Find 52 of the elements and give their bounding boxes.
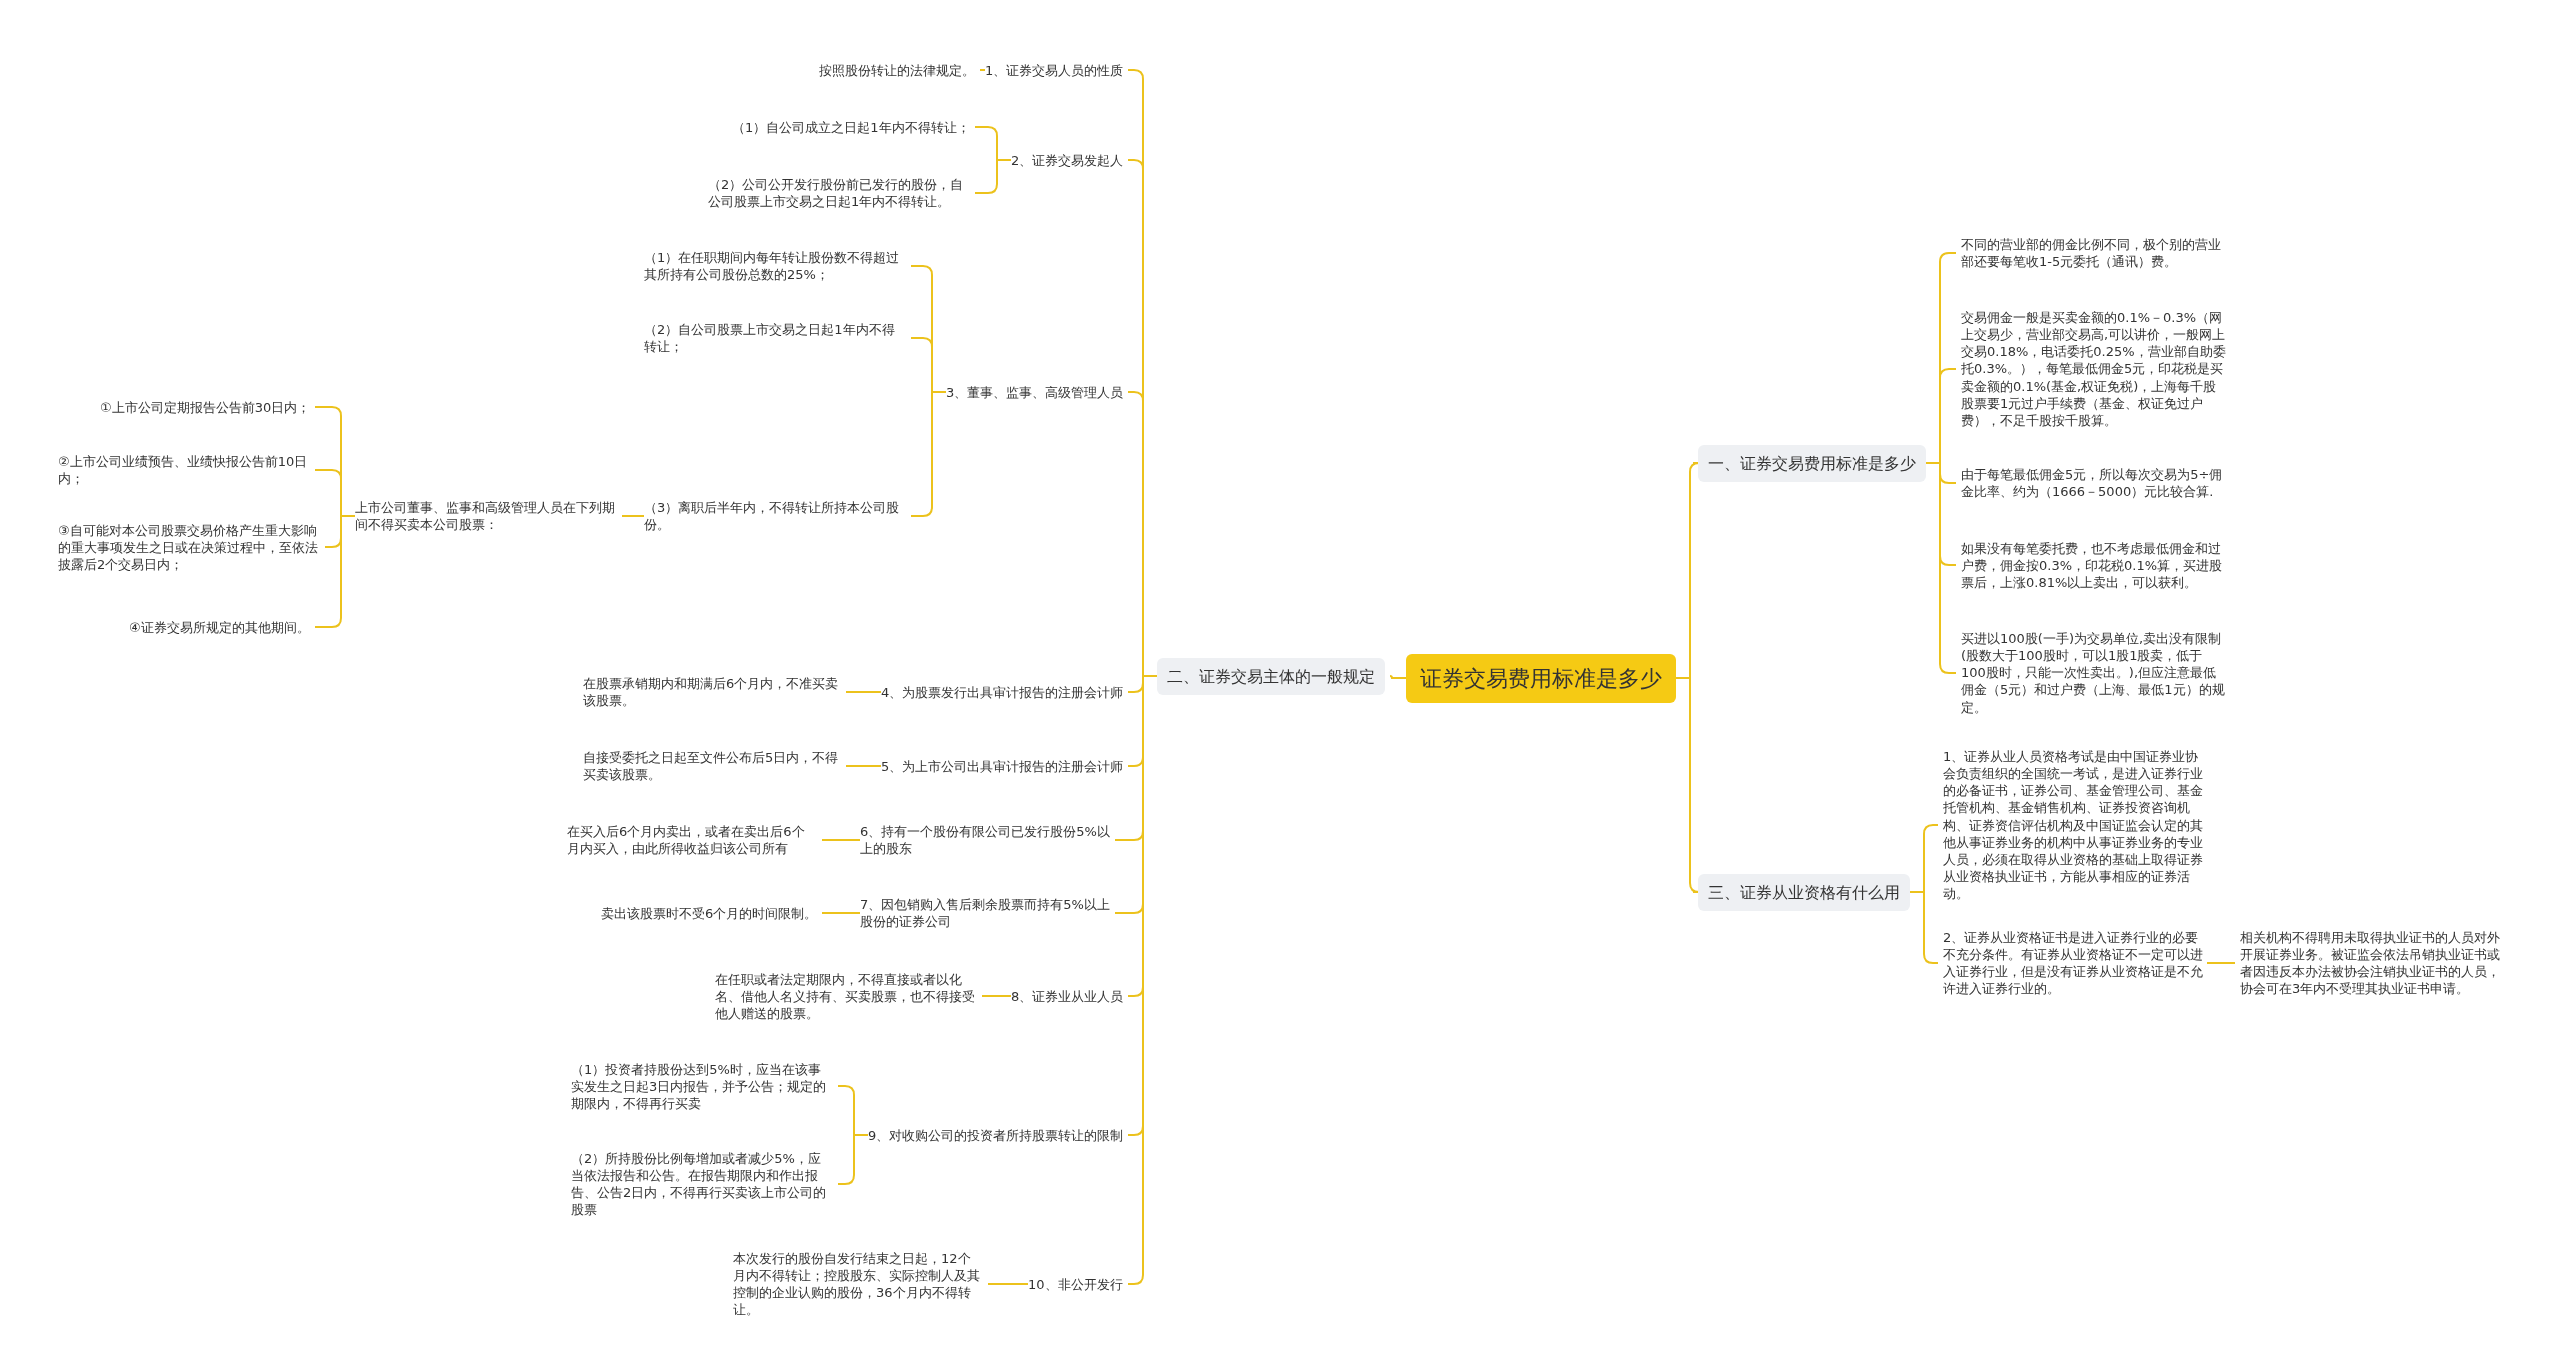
note-text: （3）离职后半年内，不得转让所持本公司股份。: [644, 499, 906, 534]
note-text: 自接受委托之日起至文件公布后5日内，不得买卖该股票。: [583, 749, 841, 784]
note-text: 相关机构不得聘用未取得执业证书的人员对外开展证券业务。被证监会依法吊销执业证书或者因违反本办法被协会注销执业证书的人员，协会可在3年内不受理其执业证书申请。: [2240, 928, 2504, 998]
note-text: （1）投资者持股份达到5%时，应当在该事实发生之日起3日内报告，并予公告；规定的期限内，不得再行买卖: [571, 1060, 833, 1112]
note-text: （1）在任职期间内每年转让股份数不得超过其所持有公司股份总数的25%；: [644, 249, 906, 284]
connector-line: [2206, 962, 2236, 964]
note-text: 上市公司董事、监事和高级管理人员在下列期间不得买卖本公司股票：: [355, 499, 617, 534]
branch-topic-box: 一、证券交易费用标准是多少: [1698, 444, 1926, 482]
topic-text: 1、证券交易人员的性质: [985, 61, 1124, 79]
note-text: 本次发行的股份自发行结束之日起，12个月内不得转让；控股股东、实际控制人及其控制的企业认购的股份，36个月内不得转让。: [733, 1249, 983, 1319]
note-text: 买进以100股(一手)为交易单位,卖出没有限制(股数大于100股时，可以1股1股卖，低于100股时，只能一次性卖出。),但应注意最低佣金（5元）和过户费（上海、最低1元）的规定。: [1961, 630, 2227, 716]
note-text: 在任职或者法定期限内，不得直接或者以化名、借他人名义持有、买卖股票，也不得接受他人赠送的股票。: [715, 970, 977, 1022]
connector-line: [845, 691, 882, 693]
note-text: 由于每笔最低佣金5元，所以每次交易为5÷佣金比率、约为（1666－5000）元比较合算.: [1961, 466, 2227, 501]
note-text: ③自可能对本公司股票交易价格产生重大影响的重大事项发生之日或在决策过程中，至依法披露后2个交易日内；: [58, 521, 320, 573]
connector-line: [981, 995, 1012, 997]
topic-text: 3、董事、监事、高级管理人员: [946, 383, 1124, 401]
connector-line: [821, 839, 861, 841]
note-text: 1、证券从业人员资格考试是由中国证券业协会负责组织的全国统一考试，是进入证券行业的必备证书，证券公司、基金管理公司、基金托管机构、基金销售机构、证券投资咨询机构、证券资信评估机构及中国证监会认定的其他从事证券业务的机构中从事证券业务的专业人员，必须在取得从业资格的基础上取得证券从业资格执业证书，方能从事相应的证券活动。: [1943, 748, 2207, 903]
note-text: 按照股份转让的法律规定。: [819, 61, 975, 79]
connector-line: [621, 515, 645, 517]
connector-line: [1389, 675, 1407, 679]
note-text: （2）公司公开发行股份前已发行的股份，自公司股票上市交易之日起1年内不得转让。: [708, 176, 970, 211]
topic-text: 8、证券业从业人员: [1011, 987, 1124, 1005]
topic-text: 6、持有一个股份有限公司已发行股份5%以上的股东: [860, 823, 1110, 858]
note-text: 交易佣金一般是买卖金额的0.1%－0.3%（网上交易少，营业部交易高,可以讲价，一般网上交易0.18%，电话委托0.25%，营业部自助委托0.3%。），每笔最低佣金5元，印花税是买卖金额的0.1%(基金,权证免税)，上海每千股股票要1元过户手续费（基金、权证免过户费），不足千股按千股算。: [1961, 309, 2227, 430]
connector-line: [979, 69, 986, 71]
topic-text: 5、为上市公司出具审计报告的注册会计师: [881, 757, 1124, 775]
note-text: ①上市公司定期报告公告前30日内；: [100, 398, 311, 416]
note-text: （2）所持股份比例每增加或者减少5%，应当依法报告和公告。在报告期限内和作出报告、公告2日内，不得再行买卖该上市公司的股票: [571, 1149, 833, 1219]
topic-text: 4、为股票发行出具审计报告的注册会计师: [881, 683, 1124, 701]
note-text: ④证券交易所规定的其他期间。: [129, 618, 310, 636]
branch-topic-box: 二、证券交易主体的一般规定: [1157, 657, 1385, 695]
connector-line: [837, 1134, 869, 1185]
note-text: 不同的营业部的佣金比例不同，极个别的营业部还要每笔收1-5元委托（通讯）费。: [1961, 236, 2227, 271]
note-text: （2）自公司股票上市交易之日起1年内不得转让；: [644, 321, 906, 356]
topic-text: 10、非公开发行: [1028, 1275, 1123, 1293]
connector-line: [821, 912, 861, 914]
note-text: （1）自公司成立之日起1年内不得转让；: [732, 118, 970, 136]
note-text: ②上市公司业绩预告、业绩快报公告前10日内；: [58, 453, 310, 488]
connector-line: [845, 765, 882, 767]
note-text: 在股票承销期内和期满后6个月内，不准买卖该股票。: [583, 675, 841, 710]
note-text: 如果没有每笔委托费，也不考虑最低佣金和过户费，佣金按0.3%，印花税0.1%算，买进股票后，上涨0.81%以上卖出，可以获利。: [1961, 539, 2227, 591]
note-text: 在买入后6个月内卖出，或者在卖出后6个月内买入，由此所得收益归该公司所有: [567, 823, 817, 858]
topic-text: 9、对收购公司的投资者所持股票转让的限制: [868, 1126, 1124, 1144]
topic-text: 7、因包销购入售后剩余股票而持有5%以上股份的证券公司: [860, 896, 1110, 931]
topic-text: 2、证券交易发起人: [1011, 151, 1124, 169]
branch-topic-box: 三、证券从业资格有什么用: [1698, 873, 1910, 911]
note-text: 2、证券从业资格证书是进入证券行业的必要不充分条件。有证券从业资格证不一定可以进入证券行业，但是没有证券从业资格证是不允许进入证券行业的。: [1943, 928, 2207, 998]
note-text: 卖出该股票时不受6个月的时间限制。: [601, 904, 818, 922]
central-topic-box: 证券交易费用标准是多少: [1406, 653, 1676, 703]
connector-line: [987, 1283, 1029, 1285]
